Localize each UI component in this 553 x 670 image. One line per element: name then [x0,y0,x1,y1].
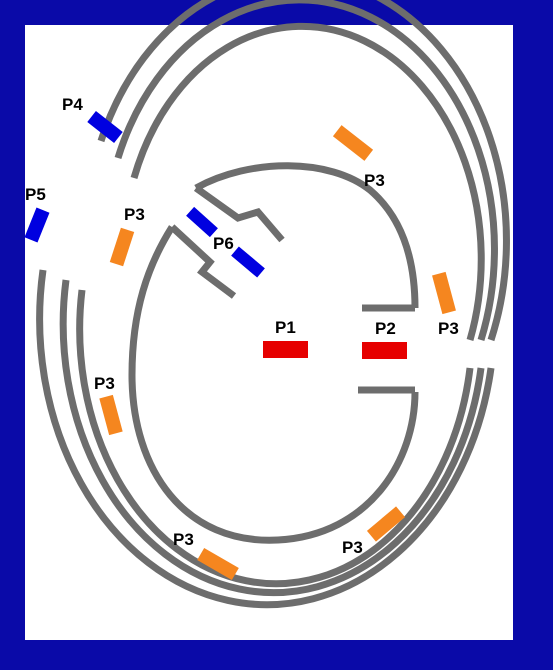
marker-p6-upper [186,206,218,238]
marker-p3-bottom-left [197,547,239,581]
marker-p3-top-right [332,125,374,161]
transfer-line-lower [169,224,237,299]
label-p4: P4 [62,95,83,114]
outer-ring-1-lower [36,269,495,609]
outer-ring-2-lower [59,279,485,597]
label-p3-right: P3 [438,319,459,338]
label-p1: P1 [275,318,296,337]
marker-p3-upper-left [109,227,135,267]
inner-ring-lower [128,225,419,544]
marker-p5 [24,207,50,243]
label-p3-upper-left: P3 [124,205,145,224]
outer-ring-3 [130,23,485,341]
outer-ring-3-lower [76,289,474,588]
transfer-line-upper [193,185,285,243]
marker-p6-lower [231,246,265,278]
inner-ring [194,162,419,309]
outer-ring-2 [114,0,498,342]
marker-p1 [263,341,308,358]
marker-p3-bottom-right [366,506,406,542]
outer-ring-1 [97,0,510,342]
marker-p3-left [99,394,123,436]
marker-p2 [362,342,407,359]
label-p6: P6 [213,234,234,253]
label-p3-top-right: P3 [364,171,385,190]
label-p3-bottom-right: P3 [342,538,363,557]
label-p2: P2 [375,319,396,338]
label-p3-bottom-left: P3 [173,530,194,549]
marker-p3-right [432,271,456,315]
marker-p4 [87,111,123,143]
label-p3-left: P3 [94,374,115,393]
label-p5: P5 [25,185,46,204]
